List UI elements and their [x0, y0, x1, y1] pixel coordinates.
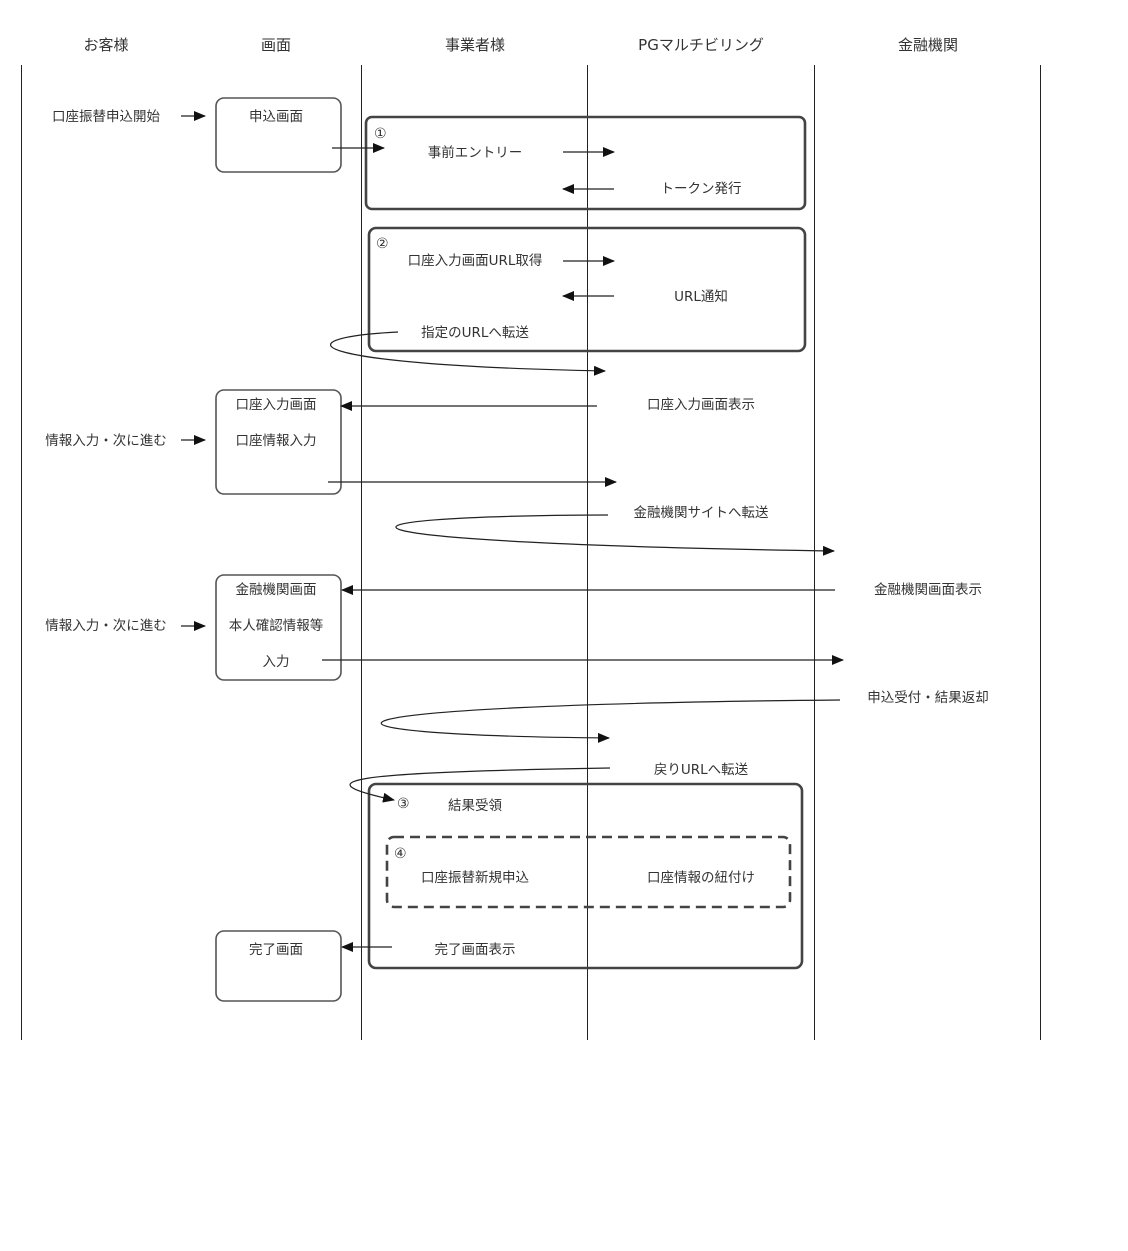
label-redirect-bank: 金融機関サイトへ転送: [634, 505, 769, 521]
step-4-group: [385, 835, 792, 909]
label-show-account-input: 口座入力画面表示: [647, 397, 755, 413]
apply-screen-label: 申込画面: [249, 109, 303, 125]
step-3-group: [367, 782, 804, 970]
label-url-notify: URL通知: [674, 288, 728, 305]
complete-screen-box: [215, 930, 342, 1002]
lane-header-bank: 金融機関: [898, 36, 958, 54]
arrow-return-url: [349, 767, 611, 803]
complete-screen-label: 完了画面: [249, 942, 303, 958]
label-show-complete: 完了画面表示: [435, 942, 516, 958]
label-input-next-2: 情報入力・次に進む: [45, 618, 167, 634]
bank-screen-line-2: 入力: [263, 654, 290, 670]
label-link-account: 口座情報の紐付け: [647, 870, 755, 886]
account-input-screen-box: [215, 389, 342, 495]
label-start-application: 口座振替申込開始: [52, 109, 160, 125]
lane-header-screen: 画面: [261, 36, 291, 54]
step-number-1: ①: [374, 126, 387, 142]
label-new-application: 口座振替新規申込: [421, 870, 529, 886]
bank-screen-box: [215, 574, 342, 681]
label-accept-result: 申込受付・結果返却: [867, 690, 989, 706]
lane-header-merchant: 事業者様: [445, 36, 505, 54]
label-input-next-1: 情報入力・次に進む: [45, 433, 167, 449]
step-number-2: ②: [376, 236, 389, 252]
step-2-group: [367, 226, 807, 353]
account-input-screen-title: 口座入力画面: [236, 397, 317, 413]
lane-header-customer: お客様: [83, 36, 128, 54]
arrow-redirect-url: [329, 331, 606, 376]
apply-screen-box: [215, 97, 342, 173]
arrow-redirect-bank: [395, 514, 835, 556]
label-pre-entry: 事前エントリー: [428, 144, 523, 161]
lane-header-pg: PGマルチビリング: [638, 36, 764, 54]
bank-screen-title: 金融機関画面: [236, 582, 317, 598]
label-token-issue: トークン発行: [661, 181, 742, 197]
label-show-bank: 金融機関画面表示: [874, 582, 982, 598]
step-1-group: [364, 115, 807, 211]
label-receive-result: 結果受領: [448, 797, 502, 814]
label-return-url: 戻りURLへ転送: [654, 762, 749, 778]
step-number-4: ④: [394, 846, 407, 862]
label-redirect-url: 指定のURLへ転送: [421, 325, 529, 341]
step-number-3: ③: [397, 796, 410, 812]
arrow-accept-result: [380, 699, 841, 743]
bank-screen-line-1: 本人確認情報等: [229, 617, 324, 634]
label-get-url: 口座入力画面URL取得: [408, 252, 543, 269]
account-input-screen-body: 口座情報入力: [236, 433, 317, 449]
